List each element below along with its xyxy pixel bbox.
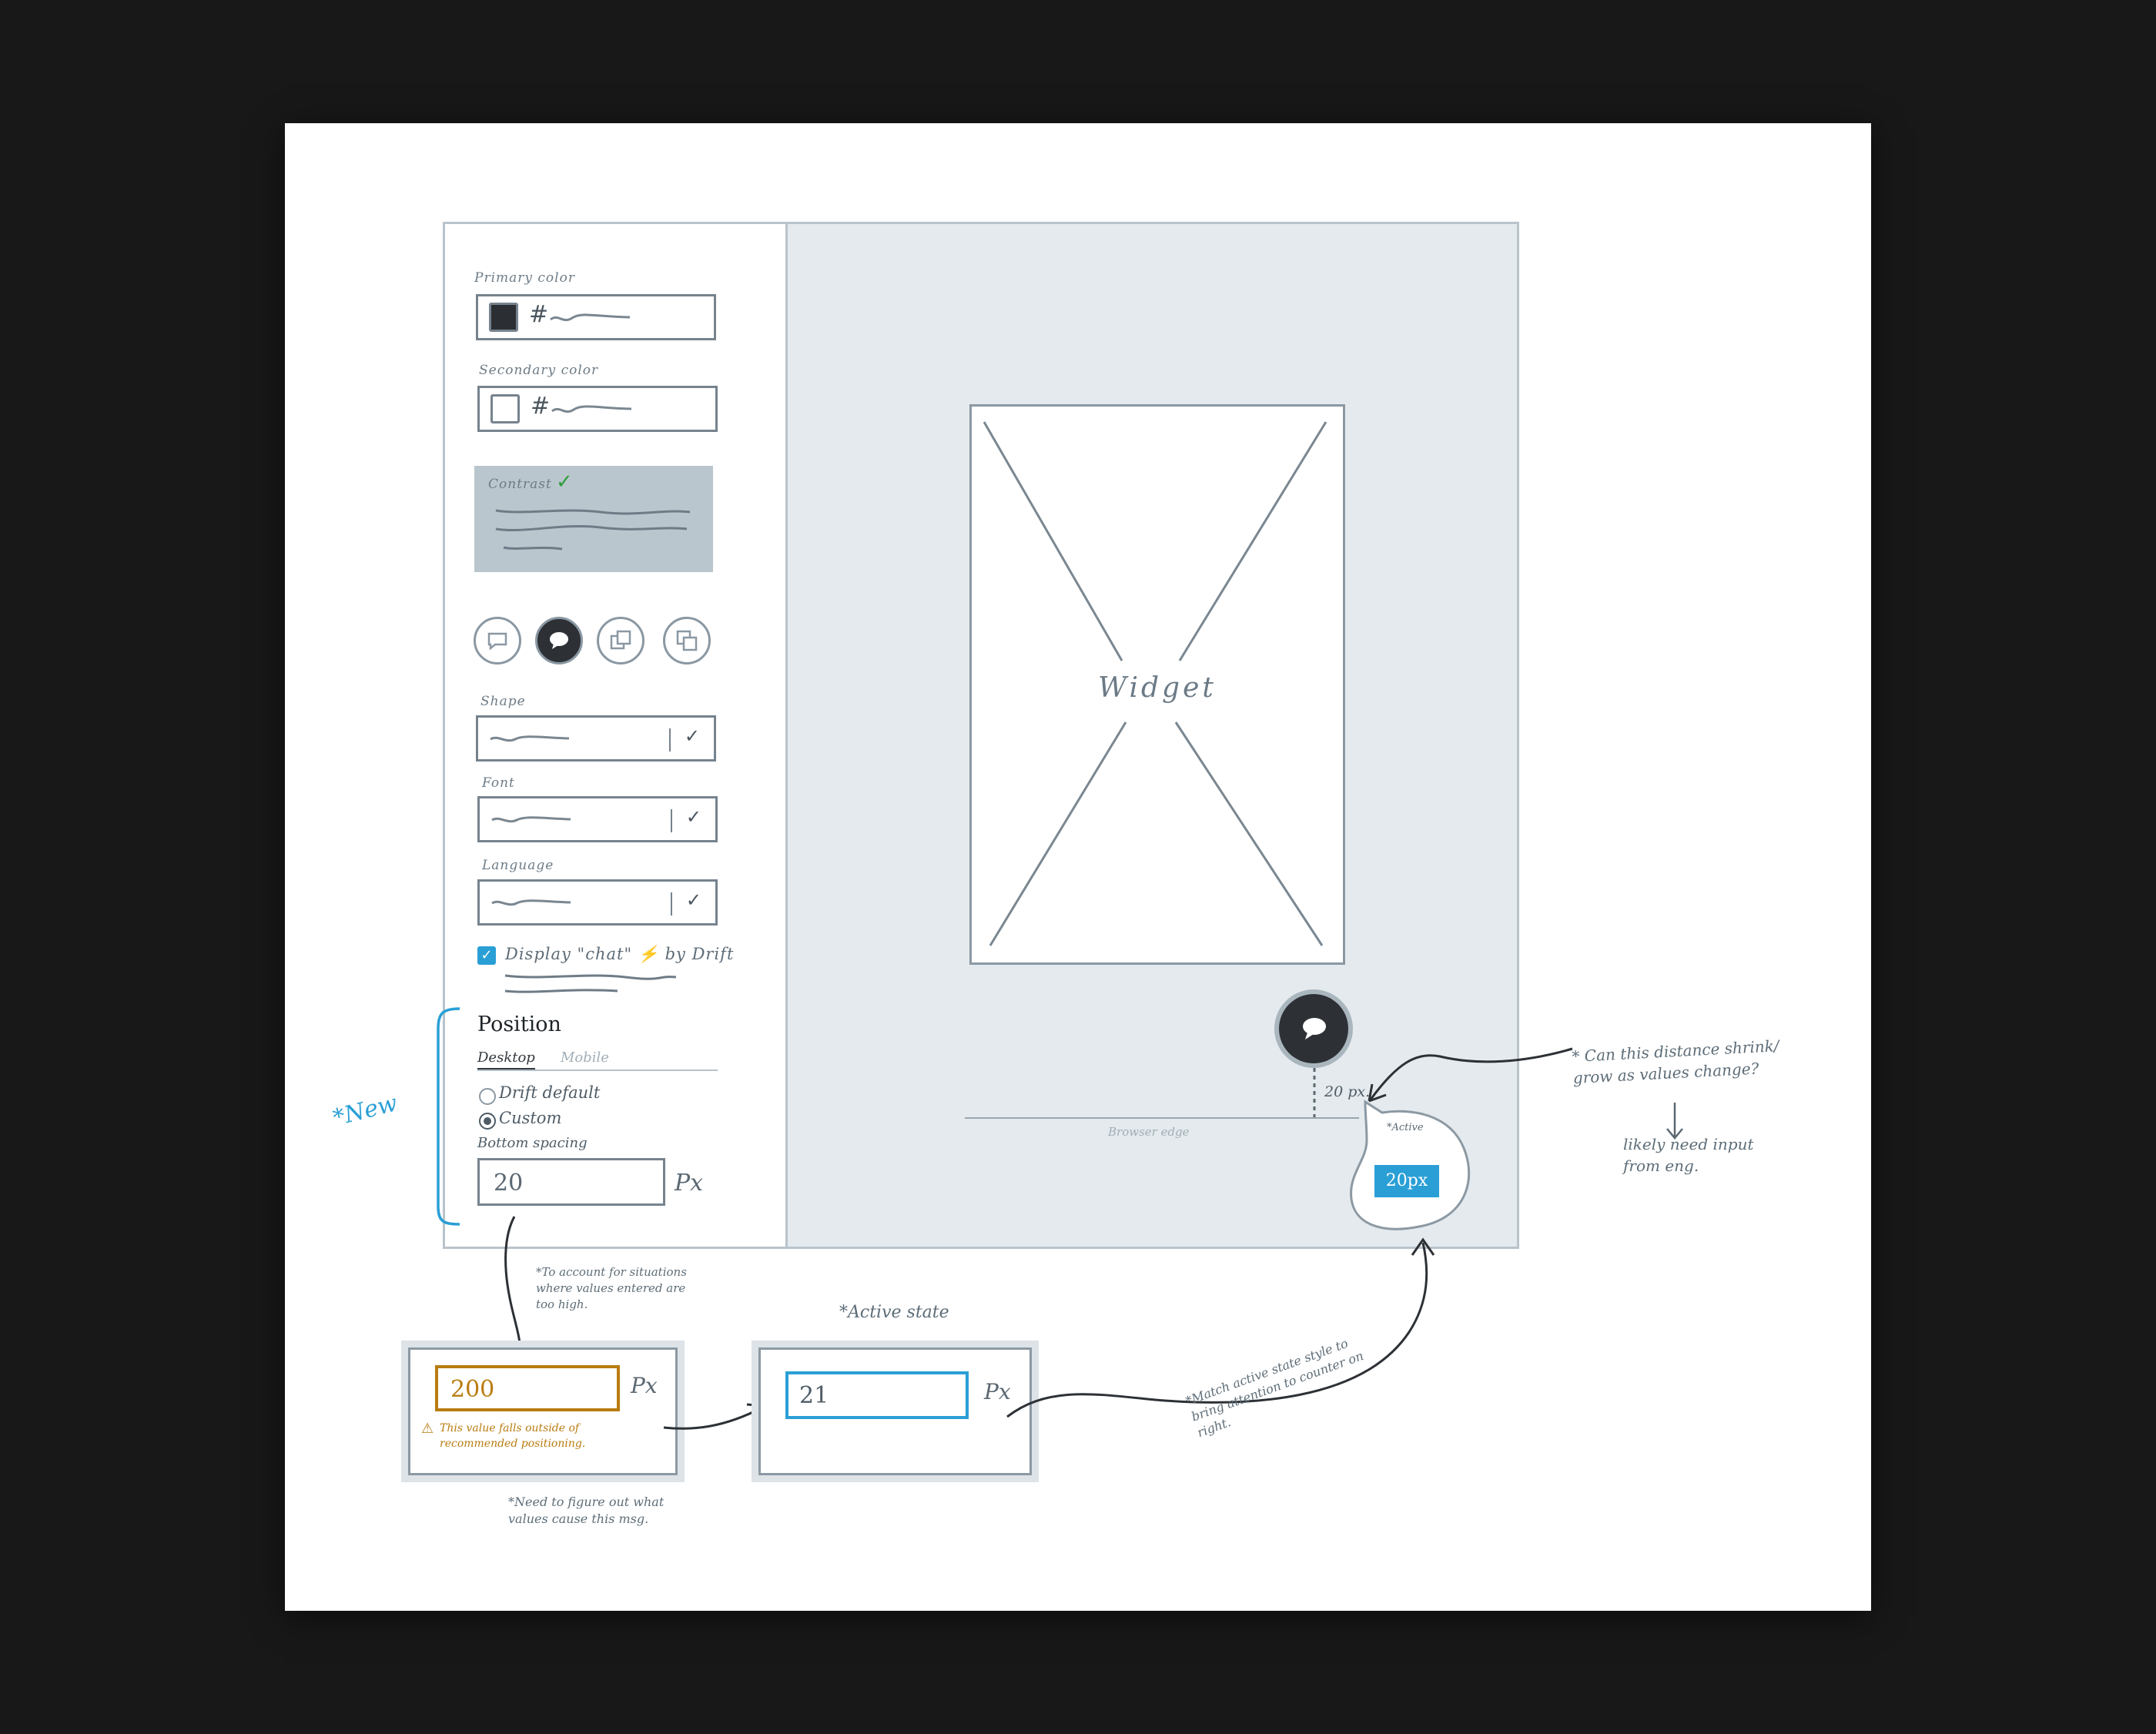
display-chat-checkbox[interactable]: ✓ [477, 946, 496, 965]
dropdown-separator [671, 892, 672, 916]
widget-cross-lines [983, 421, 1327, 946]
preview-panel: Widget 20 px. Browser edge *Active 20px [788, 224, 1517, 1247]
secondary-color-value-scribble [551, 405, 632, 413]
bottom-spacing-label: Bottom spacing [477, 1135, 588, 1151]
active-unit: Px [984, 1379, 1011, 1404]
overlap-squares-icon [676, 630, 698, 651]
primary-hash: # [529, 301, 549, 328]
error-state-card: 200 Px ⚠ This value falls outside of rec… [408, 1347, 678, 1475]
widget-placeholder: Widget [969, 404, 1345, 965]
warning-icon: ⚠ [421, 1421, 434, 1437]
stacked-squares-icon [610, 630, 631, 650]
primary-color-value-scribble [550, 313, 631, 322]
distance-label: 20 px. [1324, 1083, 1371, 1100]
error-unit: Px [631, 1373, 658, 1398]
icon-style-filled-chat[interactable] [535, 617, 583, 664]
secondary-color-swatch[interactable] [490, 394, 520, 423]
error-value: 200 [450, 1376, 495, 1403]
chevron-down-icon: ✓ [685, 889, 701, 911]
radio-custom-label: Custom [499, 1109, 562, 1127]
font-label: Font [482, 775, 515, 791]
display-chat-label: Display "chat" ⚡ by Drift [505, 945, 735, 963]
check-icon: ✓ [556, 470, 573, 494]
chat-bubble-icon [1303, 1018, 1326, 1039]
language-dropdown[interactable]: ✓ [477, 879, 718, 926]
settings-mockup: Primary color # Secondary color # Contra… [443, 222, 1519, 1249]
error-flow-arrow [504, 1216, 531, 1357]
icon-style-outline-chat[interactable] [474, 617, 521, 664]
icon-style-overlap-chat[interactable] [663, 617, 711, 664]
font-dropdown[interactable]: ✓ [477, 796, 718, 842]
tab-desktop[interactable]: Desktop [477, 1049, 535, 1070]
px-unit-label: Px [675, 1170, 704, 1197]
down-arrow [1666, 1103, 1683, 1140]
bottom-spacing-input[interactable]: 20 [477, 1158, 665, 1206]
active-value-input[interactable]: 21 [785, 1371, 969, 1419]
new-bracket [437, 1007, 460, 1226]
language-value-scribble [491, 899, 571, 906]
chevron-down-icon: ✓ [684, 725, 700, 747]
question-arrow [1368, 1047, 1573, 1103]
browser-edge-label: Browser edge [1108, 1125, 1190, 1139]
dropdown-separator [669, 728, 671, 752]
position-heading: Position [477, 1013, 561, 1036]
primary-color-label: Primary color [474, 270, 575, 286]
radio-drift-default[interactable] [479, 1088, 496, 1105]
bottom-spacing-value: 20 [494, 1170, 524, 1197]
chevron-down-icon: ✓ [685, 806, 701, 828]
account-note: *To account for situations where values … [536, 1265, 687, 1311]
shape-dropdown[interactable]: ✓ [476, 715, 716, 762]
language-label: Language [482, 858, 554, 873]
primary-color-swatch[interactable] [489, 303, 518, 332]
active-counter-badge: 20px [1374, 1165, 1439, 1197]
primary-color-field[interactable]: # [476, 294, 716, 340]
widget-label: Widget [1098, 672, 1217, 704]
radio-custom[interactable] [479, 1113, 496, 1130]
eng-input-note: likely need input from eng. [1623, 1135, 1754, 1175]
active-callout-bubble [1350, 1100, 1471, 1230]
shape-value-scribble [490, 735, 570, 742]
shape-label: Shape [480, 694, 526, 709]
radio-default-label: Drift default [499, 1083, 601, 1102]
tab-underline [477, 1070, 718, 1071]
browser-edge-line [965, 1117, 1359, 1119]
figure-out-note: *Need to figure out what values cause th… [508, 1495, 665, 1526]
icon-style-double-chat[interactable] [597, 617, 644, 664]
contrast-label: Contrast [488, 477, 552, 492]
contrast-box: Contrast ✓ [474, 466, 713, 572]
active-value: 21 [799, 1382, 829, 1409]
secondary-color-label: Secondary color [479, 363, 599, 378]
settings-panel: Primary color # Secondary color # Contra… [445, 224, 788, 1247]
error-value-input[interactable]: 200 [435, 1365, 620, 1411]
secondary-hash: # [531, 393, 551, 420]
contrast-text-scribble [495, 509, 691, 551]
active-state-title: *Active state [839, 1303, 949, 1322]
chat-bubble-outline-icon [487, 632, 507, 651]
chat-bubble-filled-icon [550, 632, 568, 649]
dropdown-separator [671, 809, 672, 832]
active-label: *Active [1387, 1122, 1424, 1133]
tab-mobile[interactable]: Mobile [561, 1049, 609, 1066]
font-value-scribble [491, 816, 571, 823]
active-to-counter-arrow [1006, 1237, 1435, 1418]
error-message: This value falls outside of recommended … [440, 1422, 586, 1450]
checkbox-help-scribble [504, 974, 677, 993]
distance-dotted-line [1313, 1068, 1316, 1117]
active-state-card: 21 Px [758, 1347, 1032, 1475]
secondary-color-field[interactable]: # [477, 386, 718, 432]
chat-launcher[interactable] [1279, 994, 1348, 1063]
